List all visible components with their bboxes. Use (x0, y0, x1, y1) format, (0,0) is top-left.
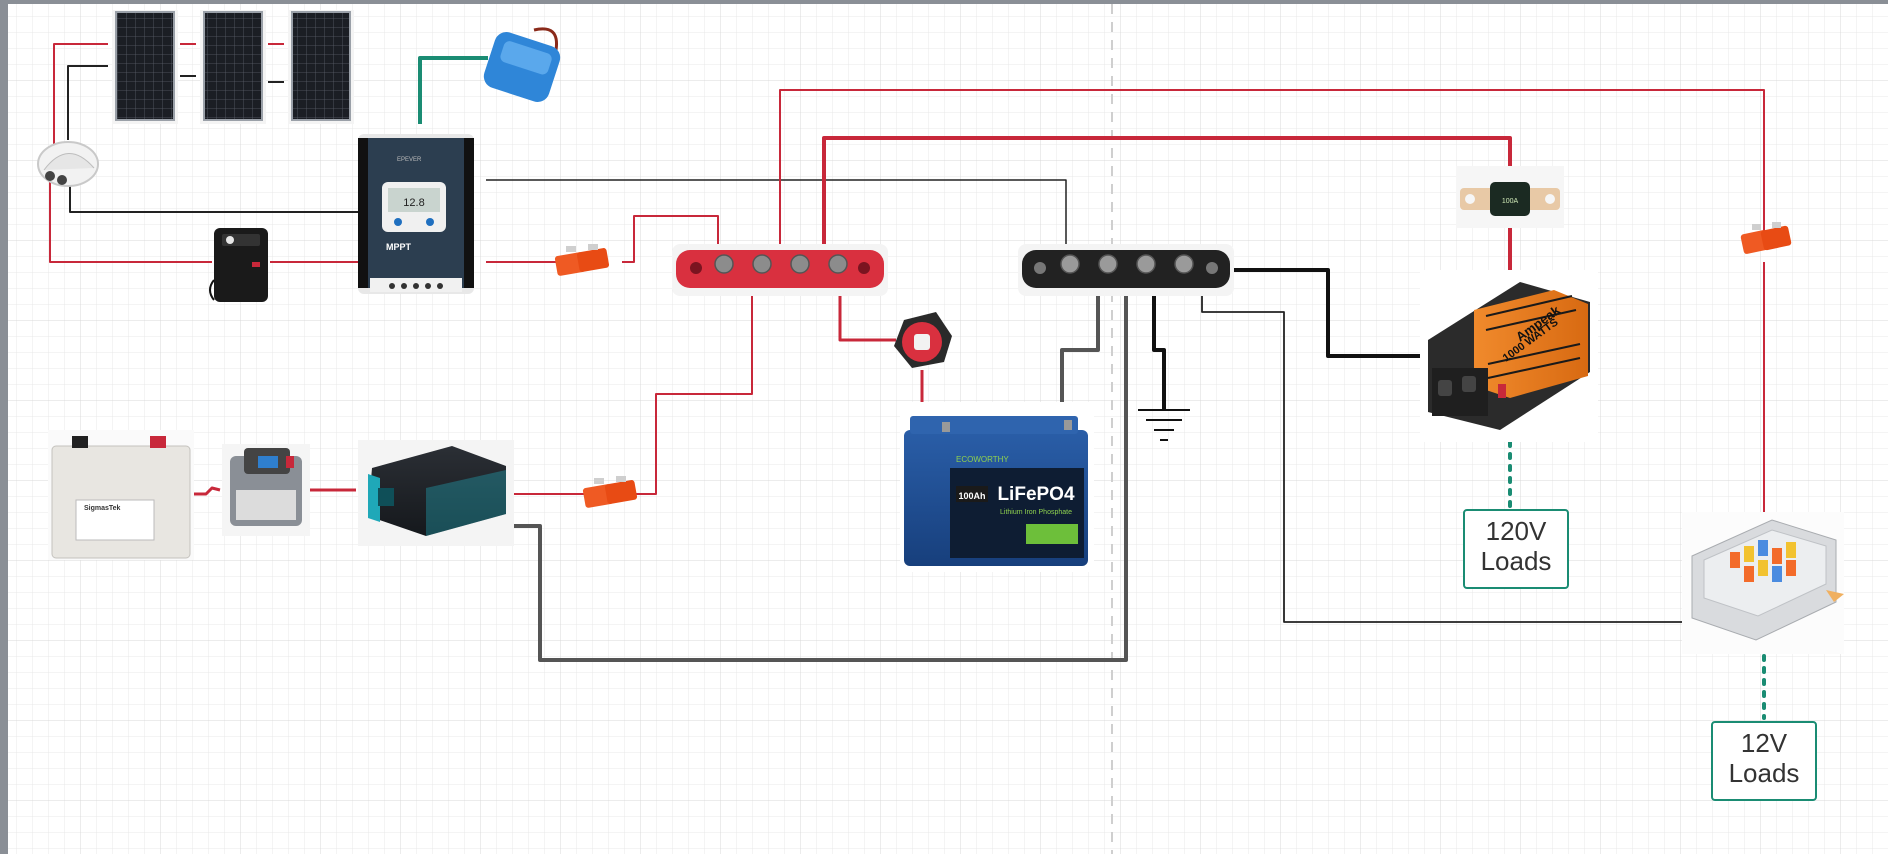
battery-chemistry: LiFePO4 (997, 484, 1075, 505)
wire-charger-neg-to-busbar[interactable] (514, 296, 1128, 662)
negative-busbar-icon[interactable] (1018, 244, 1234, 296)
lifepo4-battery-icon[interactable]: ECOWORTHY 100Ah LiFePO4 Lithium Iron Pho… (900, 402, 1094, 572)
wire-mppt-neg-to-busbar[interactable] (486, 179, 1067, 246)
solar-panel-icon[interactable] (200, 10, 266, 124)
solar-panel-icon[interactable] (288, 10, 354, 124)
wire-gland-pos-to-breaker[interactable] (49, 180, 212, 263)
wire-battery-neg-to-busbar[interactable] (1060, 296, 1100, 402)
wire-solar-negative-top[interactable] (67, 65, 108, 140)
wire-busbar-to-inverter-neg[interactable] (1234, 268, 1424, 358)
dc-dc-charger-icon[interactable] (358, 440, 514, 546)
cable-entry-gland-icon[interactable] (37, 141, 99, 187)
battery-subtitle: Lithium Iron Phosphate (1000, 509, 1072, 516)
wire-gland-neg-to-mppt[interactable] (69, 180, 360, 213)
starter-battery-brand: SigmasTek (84, 505, 121, 512)
wire-busbar-to-fuse-block-neg[interactable] (1201, 296, 1684, 623)
mppt-label: MPPT (386, 242, 412, 252)
wire-busbar-to-switch[interactable] (838, 294, 896, 342)
loads-12v-line2: Loads (1729, 758, 1800, 788)
battery-brand: ECOWORTHY (956, 455, 1009, 464)
positive-busbar-icon[interactable] (672, 244, 888, 296)
bluetooth-monitor-icon[interactable] (481, 27, 564, 105)
wire-fuse-to-pos-busbar[interactable] (622, 215, 719, 263)
battery-capacity: 100Ah (958, 491, 985, 501)
wire-solar-positive-top[interactable] (53, 43, 108, 70)
loads-120v-line1: 120V (1486, 516, 1547, 546)
loads-12v-box[interactable]: 12V Loads (1711, 721, 1817, 801)
mppt-screen-readout: 12.8 (403, 197, 424, 209)
wire-starter-to-breaker[interactable] (192, 486, 221, 496)
battery-switch-icon[interactable] (894, 312, 952, 368)
mppt-controller-icon[interactable]: 12.8 MPPT EPEVER (358, 134, 474, 294)
loads-12v-line1: 12V (1741, 728, 1788, 758)
mega-fuse-rating: 100A (1502, 198, 1519, 205)
solar-panel-icon[interactable] (112, 10, 178, 124)
power-inverter-icon[interactable]: Ampeak 1000 WATTS (1420, 270, 1598, 442)
blade-fuse-icon[interactable] (582, 476, 638, 508)
wire-busbar-to-charger-fuse[interactable] (622, 294, 753, 495)
mega-fuse-icon[interactable]: 100A (1456, 166, 1564, 228)
wires (49, 43, 1766, 720)
lead-acid-battery-icon[interactable]: SigmasTek (48, 430, 194, 560)
loads-120v-box[interactable]: 120V Loads (1463, 509, 1569, 589)
dc-breaker-icon[interactable] (222, 444, 310, 536)
mppt-brand: EPEVER (397, 157, 422, 163)
ground-symbol-icon[interactable] (1138, 409, 1190, 441)
wire-monitor-data[interactable] (418, 56, 488, 124)
wire-busbar-to-mega-fuse[interactable] (822, 136, 1512, 250)
wire-busbar-to-dc-fuse[interactable] (779, 89, 1765, 250)
blade-fuse-icon[interactable] (554, 244, 610, 276)
loads-120v-line2: Loads (1481, 546, 1552, 576)
wire-busbar-to-ground[interactable] (1152, 296, 1166, 410)
blade-fuse-icon[interactable] (1740, 222, 1792, 254)
fuse-block-icon[interactable] (1682, 512, 1844, 654)
circuit-breaker-icon[interactable] (209, 228, 268, 302)
